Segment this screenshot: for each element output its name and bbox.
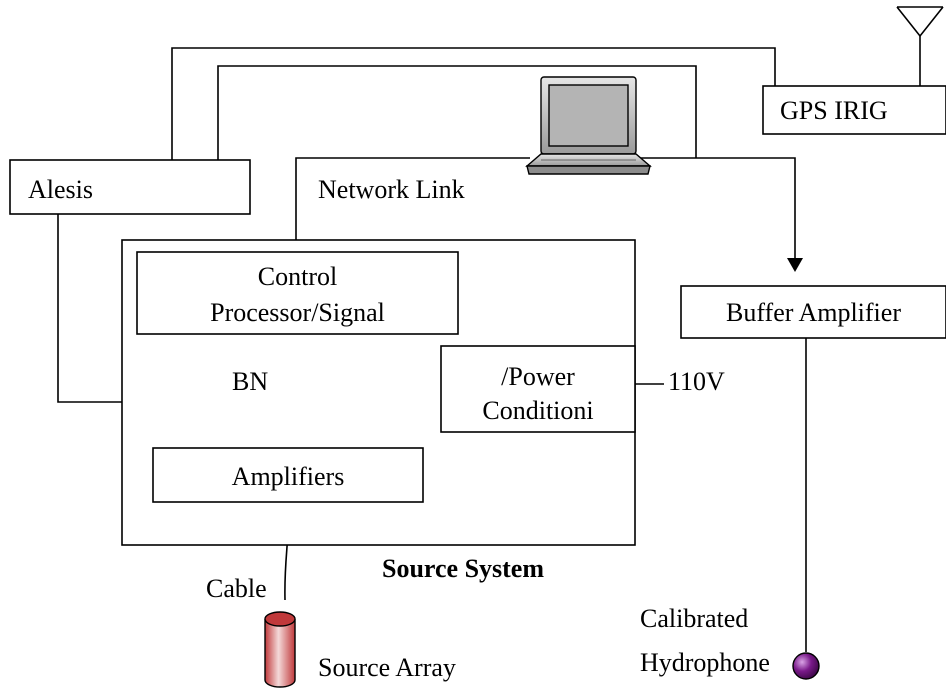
- voltage-label: 110V: [668, 367, 725, 396]
- power-conditioning-box: [440, 345, 636, 433]
- antenna-icon: [896, 6, 944, 38]
- source-array-label: Source Array: [318, 653, 456, 682]
- arrowhead-buffer: [787, 258, 803, 272]
- hydrophone-label: Hydrophone: [640, 648, 770, 677]
- gps-irig-label: GPS IRIG: [780, 96, 888, 125]
- wire-alesis-gps: [171, 47, 776, 160]
- wire-laptop-buffer: [640, 157, 796, 266]
- cylinder-icon: [264, 611, 296, 688]
- power-conditioning-label-line2: Conditioni: [482, 396, 594, 425]
- boxes: [9, 85, 946, 546]
- alesis-box: [9, 159, 251, 215]
- amplifiers-label: Amplifiers: [231, 462, 345, 491]
- laptop-icon: [525, 76, 652, 175]
- control-processor-label-line1: Control: [257, 262, 338, 291]
- network-link-label: Network Link: [318, 175, 465, 204]
- control-processor-label-line2: Processor/Signal: [210, 298, 385, 327]
- calibrated-label: Calibrated: [640, 604, 749, 633]
- cable-label: Cable: [206, 574, 267, 603]
- alesis-label: Alesis: [28, 175, 93, 204]
- gps-irig-box: [762, 85, 946, 135]
- buffer-amplifier-label: Buffer Amplifier: [726, 298, 901, 327]
- bn-label: BN: [232, 367, 269, 396]
- source-system-label: Source System: [382, 554, 545, 583]
- control-processor-label: Control Processor/Signal: [137, 262, 458, 332]
- control-processor-box: [136, 251, 459, 335]
- amplifiers-box: [152, 447, 424, 503]
- buffer-amplifier-box: [680, 285, 946, 339]
- wire-network-link: [295, 157, 530, 252]
- power-conditioning-label-line1: /Power: [501, 362, 575, 391]
- power-conditioning-label: /Power Conditioni: [441, 362, 635, 426]
- wire-alesis-laptop: [217, 65, 697, 160]
- sphere-icon: [792, 652, 820, 680]
